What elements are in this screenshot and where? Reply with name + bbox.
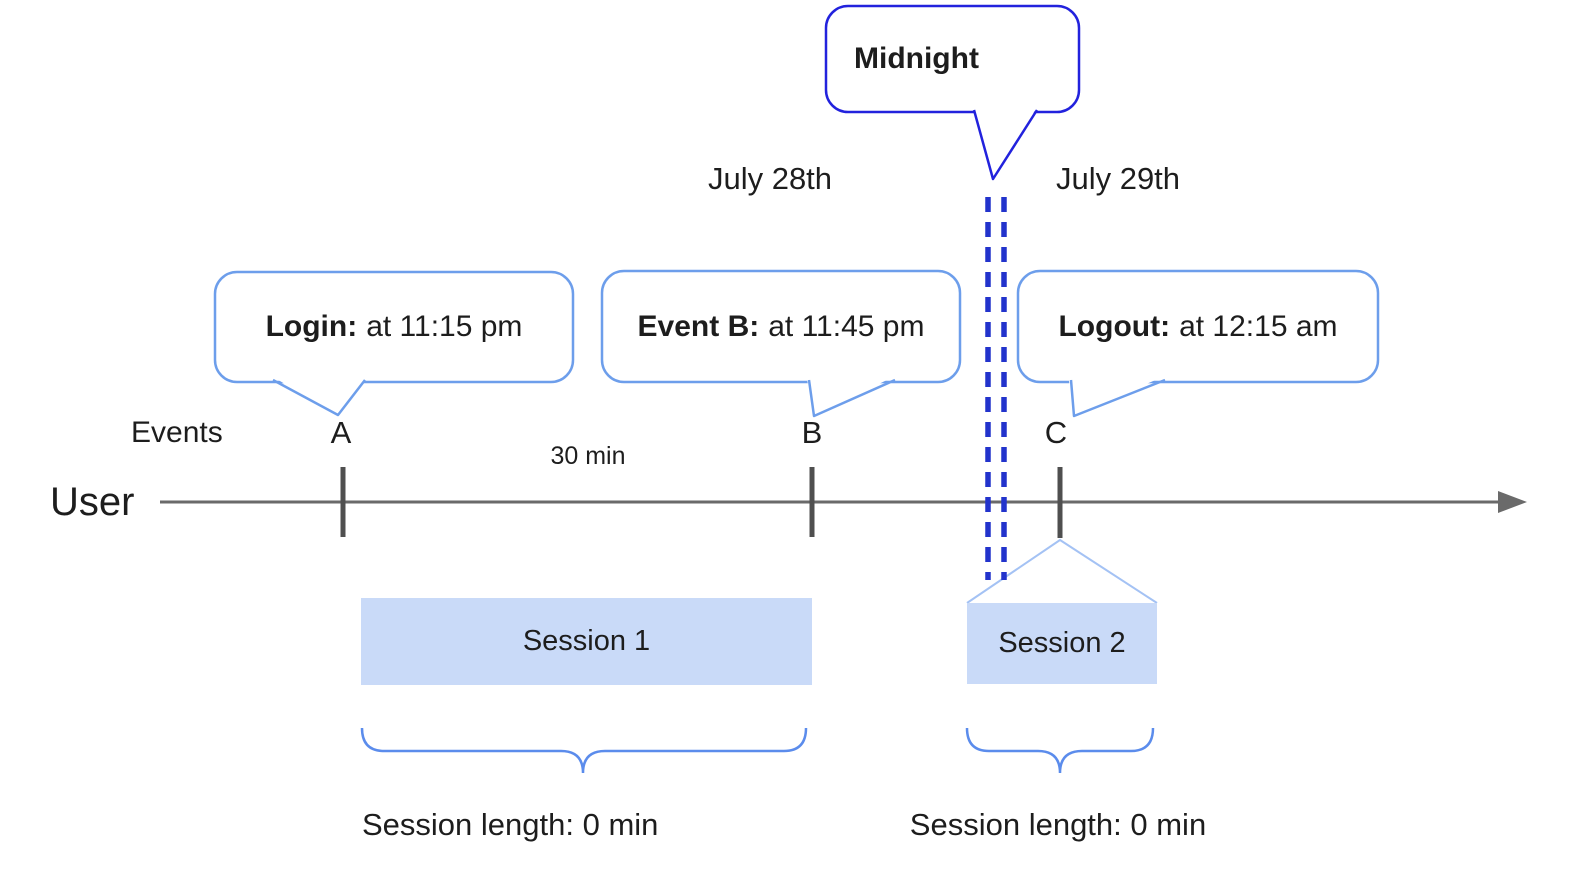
login-callout-time: at 11:15 pm: [366, 310, 523, 343]
session-2-label: Session 2: [998, 627, 1126, 659]
session-2-length-label: Session length: 0 min: [909, 807, 1207, 842]
logout-callout-tail-fill: [1068, 374, 1169, 416]
logout-callout-time: at 12:15 am: [1179, 309, 1338, 343]
logout-callout-text: Logout: at 12:15 am: [1018, 271, 1378, 382]
login-callout-tail-fill: [268, 374, 369, 415]
date-label-july-28: July 28th: [707, 161, 833, 196]
session-1-label: Session 1: [522, 625, 651, 657]
events-axis-label: Events: [131, 416, 223, 449]
event-marker-c: C: [1044, 415, 1068, 450]
date-label-july-29: July 29th: [1055, 161, 1181, 196]
session-1-box: Session 1: [361, 598, 812, 685]
midnight-callout-tail: [972, 109, 1039, 181]
event-b-callout-time: at 11:45 pm: [768, 309, 925, 343]
event-b-callout-text: Event B: at 11:45 pm: [602, 271, 960, 382]
login-callout-text: Login: at 11:15 pm: [215, 272, 573, 382]
event-marker-b: B: [801, 415, 823, 450]
login-callout-tail: [272, 378, 366, 417]
logout-callout-title: Logout:: [1058, 309, 1171, 343]
session-2-expander-triangle: [966, 538, 1158, 604]
login-callout-title: Login:: [265, 310, 358, 343]
event-b-callout-tail-fill: [806, 374, 899, 416]
logout-callout-bubble: [1016, 269, 1380, 384]
event-b-callout-bubble: [600, 269, 962, 384]
event-b-callout-tail: [807, 378, 896, 418]
logout-callout-tail: [1069, 378, 1166, 418]
session-1-brace: [360, 727, 808, 774]
event-b-callout-title: Event B:: [637, 309, 760, 343]
timeline-arrowhead: [1498, 491, 1527, 513]
session-1-length-label: Session length: 0 min: [362, 807, 659, 842]
midnight-callout-bubble: [824, 4, 1081, 114]
event-marker-a: A: [330, 415, 352, 450]
session-2-brace: [965, 727, 1155, 774]
interval-label-30-min: 30 min: [550, 442, 626, 470]
login-callout-bubble: [213, 270, 575, 384]
midnight-callout-label: Midnight: [854, 42, 979, 75]
user-row-label: User: [50, 480, 135, 524]
session-2-box: Session 2: [967, 603, 1157, 684]
